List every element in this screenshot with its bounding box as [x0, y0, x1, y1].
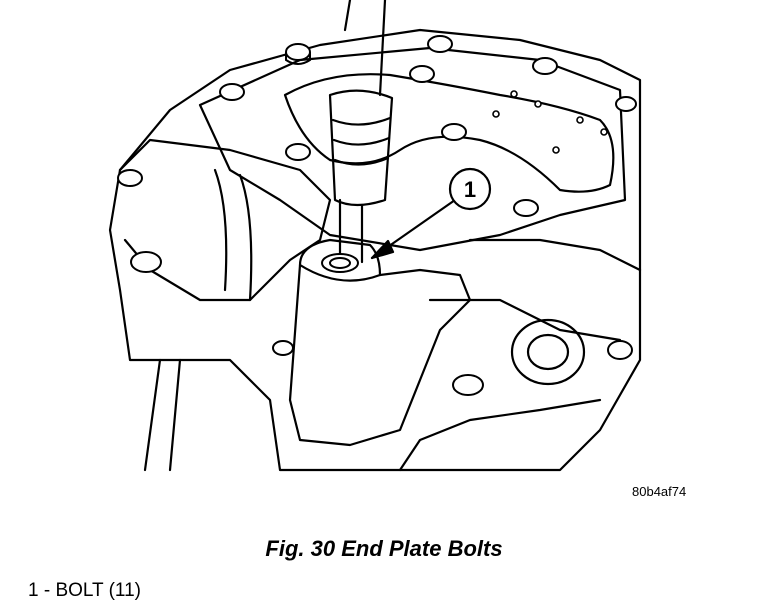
extension-bar [343, 0, 387, 97]
bolt-head [513, 199, 539, 217]
bolt-head [532, 57, 558, 75]
callout-circle [448, 167, 492, 211]
bolt-head [219, 83, 245, 101]
bolt-head [441, 123, 467, 141]
bolt-boss [288, 238, 472, 447]
image-code: 80b4af74 [632, 484, 687, 499]
bolt-head [272, 340, 294, 356]
end-plate-bolts-illustration: 1 [108, 0, 642, 472]
legend-item: 1 - BOLT (11) [28, 580, 141, 601]
bolt-head [615, 96, 637, 112]
bolt-head [285, 43, 311, 65]
bolt-head [427, 35, 453, 53]
bolt-head-target [321, 253, 359, 273]
bolt-head [452, 374, 484, 396]
bolt-head [130, 251, 162, 273]
bolt-head [409, 65, 435, 83]
end-plate-outline [108, 28, 642, 472]
socket-wrench [328, 89, 394, 207]
callout-arrowhead [370, 239, 395, 260]
port-opening [510, 318, 586, 386]
bolt-head [285, 143, 311, 161]
callout-number: 1 [464, 177, 476, 202]
figure-caption: Fig. 30 End Plate Bolts [265, 536, 503, 561]
bolt-head [117, 169, 143, 187]
bolt-head [607, 340, 633, 360]
